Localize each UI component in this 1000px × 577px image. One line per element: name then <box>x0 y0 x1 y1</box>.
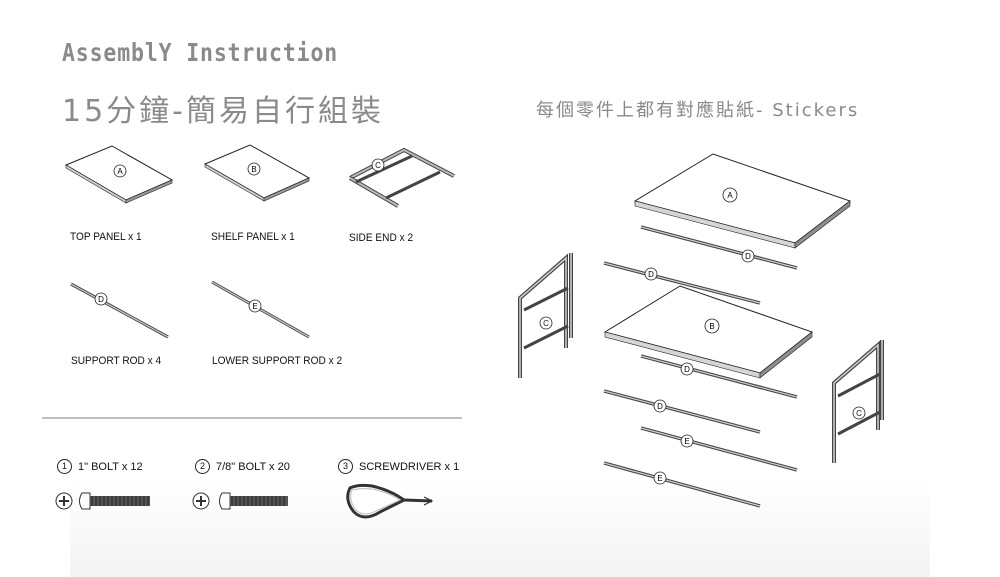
part-e-label: LOWER SUPPORT ROD x 2 <box>212 355 343 367</box>
sticker-e-letter: E <box>252 302 257 311</box>
hardware-2-bolt <box>192 492 288 510</box>
exploded-sticker-b-letter: B <box>709 322 714 331</box>
exploded-rod-d-3: D <box>640 354 798 399</box>
part-b-shelf-panel: B <box>203 144 311 202</box>
sticker-d-icon <box>94 292 108 306</box>
hardware-3-text: SCREWDRIVER x 1 <box>359 460 460 473</box>
sticker-c-icon <box>371 158 385 172</box>
part-b-label: SHELF PANEL x 1 <box>211 231 295 243</box>
exploded-rod-e-2: E <box>603 461 761 508</box>
sticker-e-icon <box>248 299 262 313</box>
part-d-support-rod: D <box>70 282 169 339</box>
exploded-sticker-e-letter: E <box>684 437 689 446</box>
exploded-top-panel-a: A <box>633 153 852 249</box>
sticker-d-letter: D <box>98 295 104 304</box>
sticker-a-icon <box>113 164 127 178</box>
sticker-c-letter: C <box>375 161 381 170</box>
sticker-b-icon <box>247 162 261 176</box>
hardware-2-text: 7/8" BOLT x 20 <box>216 460 290 473</box>
hardware-2-number: 2 <box>195 459 210 474</box>
exploded-sticker-d-letter: D <box>684 365 690 374</box>
part-e-lower-support-rod: E <box>211 280 310 339</box>
part-a-top-panel: A <box>64 145 174 204</box>
exploded-rod-d-4: D <box>603 389 761 434</box>
exploded-sticker-e-letter: E <box>657 474 662 483</box>
part-a-label: TOP PANEL x 1 <box>70 231 142 243</box>
page-subtitle: 15分鐘-簡易自行組裝 <box>62 94 384 129</box>
sticker-a-letter: A <box>117 167 123 176</box>
part-c-side-end: C <box>348 147 455 208</box>
exploded-sticker-c-letter: C <box>543 319 549 328</box>
exploded-rod-d-1: D <box>640 225 798 270</box>
exploded-sticker-d-letter: D <box>745 252 751 261</box>
hardware-1-bolt <box>55 492 150 510</box>
hardware-3-label: 3 SCREWDRIVER x 1 <box>338 459 459 474</box>
bottom-fade <box>70 480 930 577</box>
exploded-rod-d-2: D <box>603 261 761 305</box>
exploded-sticker-a-icon <box>722 187 738 203</box>
hardware-3-number: 3 <box>338 459 353 474</box>
stickers-note: 每個零件上都有對應貼紙- Stickers <box>536 100 860 121</box>
exploded-side-end-c-left: C <box>518 253 573 378</box>
sticker-b-letter: B <box>251 165 256 174</box>
hardware-1-label: 1 1" BOLT x 12 <box>57 459 143 474</box>
hardware-1-text: 1" BOLT x 12 <box>78 460 143 473</box>
part-c-label: SIDE END x 2 <box>349 232 414 244</box>
exploded-rod-e-1: E <box>640 426 798 472</box>
exploded-shelf-panel-b: B <box>603 285 814 379</box>
exploded-sticker-b-icon <box>704 318 720 334</box>
exploded-sticker-d-letter: D <box>648 270 654 279</box>
exploded-side-end-c-right: C <box>832 340 884 463</box>
exploded-sticker-a-letter: A <box>727 191 733 200</box>
exploded-sticker-c-letter: C <box>856 409 862 418</box>
exploded-sticker-d-letter: D <box>657 402 663 411</box>
hardware-2-label: 2 7/8" BOLT x 20 <box>195 459 290 474</box>
page-title: AssemblY Instruction <box>62 38 339 67</box>
hardware-3-screwdriver <box>346 483 434 519</box>
hardware-1-number: 1 <box>57 459 72 474</box>
part-d-label: SUPPORT ROD x 4 <box>71 355 162 367</box>
